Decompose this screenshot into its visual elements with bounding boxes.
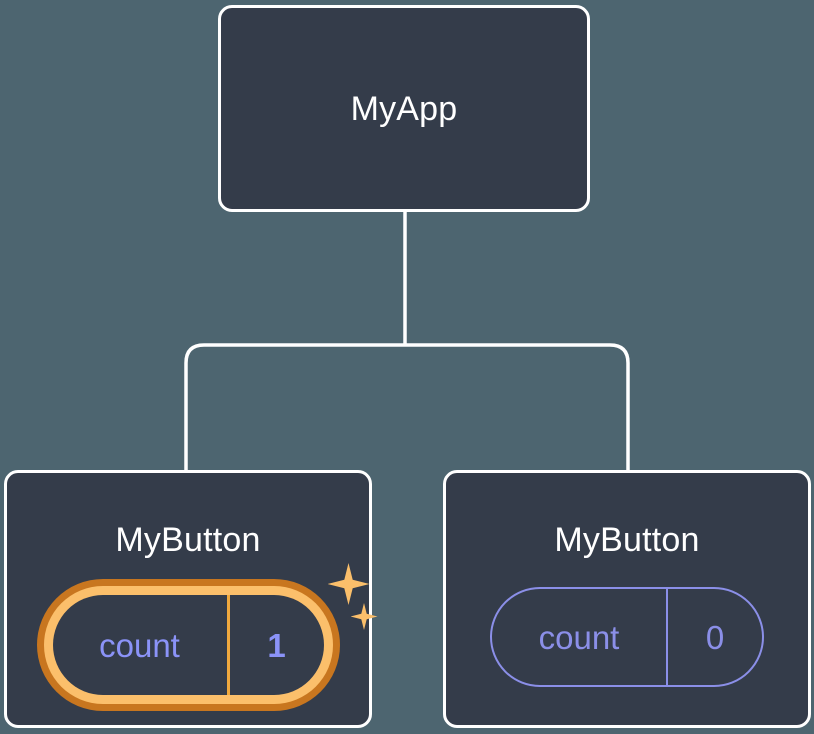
node-title: MyButton bbox=[554, 521, 700, 559]
state-pill-key: count bbox=[538, 618, 620, 656]
state-pill-wrapper: count 1 bbox=[36, 563, 378, 711]
state-pill-glow-inner: count 1 bbox=[43, 586, 333, 704]
node-title: MyButton bbox=[115, 521, 261, 559]
state-pill-count[interactable]: count 1 bbox=[52, 595, 324, 695]
node-child-mybutton-right[interactable]: MyButton count 0 bbox=[443, 470, 811, 728]
sparkle-large-icon bbox=[327, 563, 370, 605]
state-pill-count[interactable]: count 0 bbox=[490, 587, 764, 687]
state-pill-value: 1 bbox=[226, 595, 324, 695]
node-title: MyApp bbox=[350, 89, 458, 128]
state-pill-glow-outer: count 1 bbox=[36, 579, 340, 711]
state-pill-wrapper: count 0 bbox=[490, 587, 764, 687]
connector-branch-bar bbox=[184, 343, 630, 470]
state-pill-value: 0 bbox=[666, 589, 762, 685]
node-child-mybutton-left[interactable]: MyButton count 1 bbox=[4, 470, 378, 728]
state-pill-key: count bbox=[99, 626, 180, 664]
node-root-myapp[interactable]: MyApp bbox=[218, 5, 590, 212]
